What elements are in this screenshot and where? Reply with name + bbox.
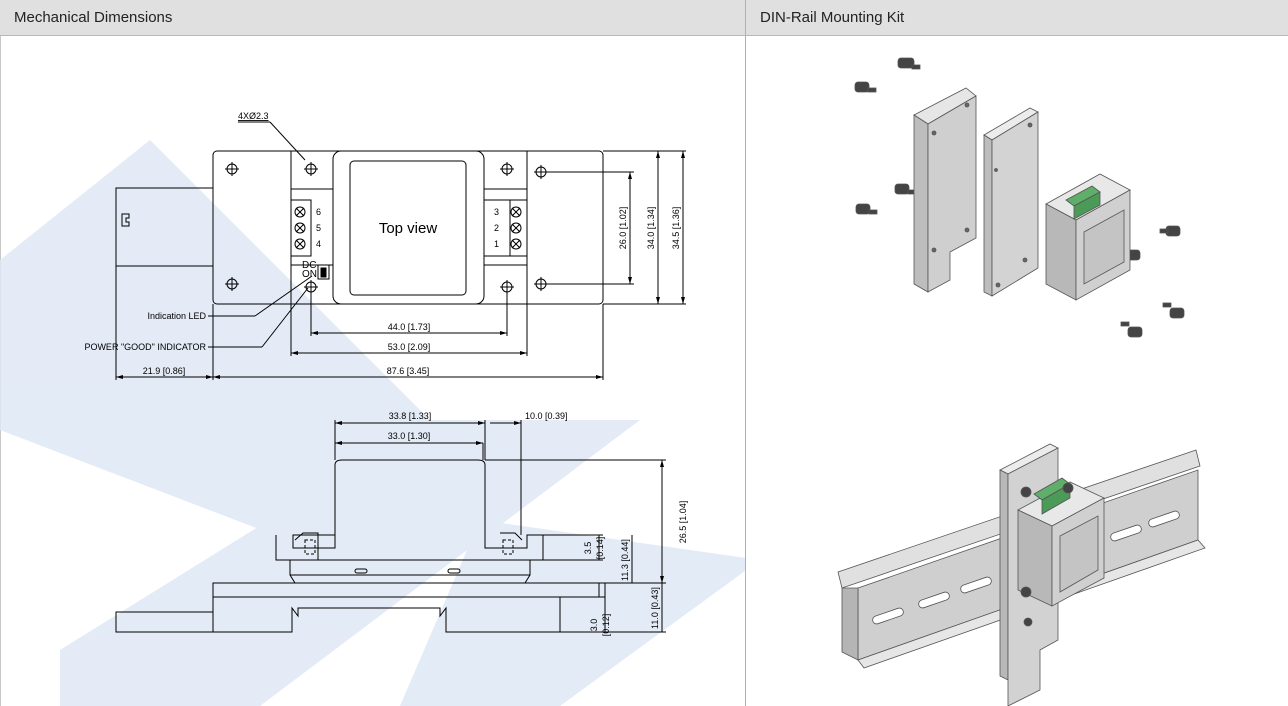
indication-led-label: Indication LED: [147, 311, 206, 321]
terminal-3: 3: [494, 207, 499, 217]
dim-53: 53.0 [2.09]: [388, 342, 431, 352]
switch-on-label: ON: [302, 269, 317, 280]
dim-3-0: 3.0: [589, 619, 599, 632]
watermark: [0, 140, 745, 706]
side-view: [115, 459, 606, 633]
top-view-label: Top view: [379, 220, 438, 237]
terminal-4: 4: [316, 239, 321, 249]
top-dimensions: [115, 150, 686, 380]
mechanical-drawing: 4XØ2.3 Top view 6 5 4 3 2 1 DC ON Indica…: [0, 111, 745, 706]
dim-34-5: 34.5 [1.36]: [671, 207, 681, 250]
top-view: [115, 150, 604, 305]
terminal-block-icon: [1065, 185, 1101, 220]
rail-assembly-view: [837, 443, 1206, 706]
dim-33-0: 33.0 [1.30]: [388, 431, 431, 441]
power-good-label: POWER "GOOD" INDICATOR: [84, 342, 206, 352]
dim-21-9: 21.9 [0.86]: [143, 366, 186, 376]
dim-11-0: 11.0 [0.43]: [650, 587, 660, 629]
dim-26: 26.0 [1.02]: [618, 207, 628, 250]
dim-3-5: 3.5: [583, 542, 593, 555]
dim-0-12: [0.12]: [601, 614, 611, 637]
dim-11-3: 11.3 [0.44]: [620, 539, 630, 581]
mount-holes: [225, 162, 548, 294]
terminal-2: 2: [494, 223, 499, 233]
side-dimensions: [334, 420, 666, 633]
panel-divider: [745, 36, 746, 706]
dim-26-5: 26.5 [1.04]: [678, 501, 688, 544]
dim-33-8: 33.8 [1.33]: [389, 411, 432, 421]
hole-callout: 4XØ2.3: [238, 111, 269, 121]
terminal-6: 6: [316, 207, 321, 217]
terminal-5: 5: [316, 223, 321, 233]
dim-44: 44.0 [1.73]: [388, 322, 431, 332]
dim-34: 34.0 [1.34]: [646, 207, 656, 250]
dim-0-14: [0.14]: [595, 537, 605, 560]
switch-dc-label: DC: [302, 260, 316, 271]
din-rail-header: DIN-Rail Mounting Kit: [745, 0, 1288, 36]
exploded-kit-view: [854, 57, 1185, 338]
dim-87-6: 87.6 [3.45]: [387, 366, 430, 376]
mechanical-dimensions-header: Mechanical Dimensions: [0, 0, 745, 36]
terminal-1: 1: [494, 239, 499, 249]
din-rail-illustration: [837, 57, 1206, 706]
dim-10: 10.0 [0.39]: [525, 411, 568, 421]
arrowheads: [116, 151, 685, 583]
terminal-screws: [294, 206, 522, 250]
